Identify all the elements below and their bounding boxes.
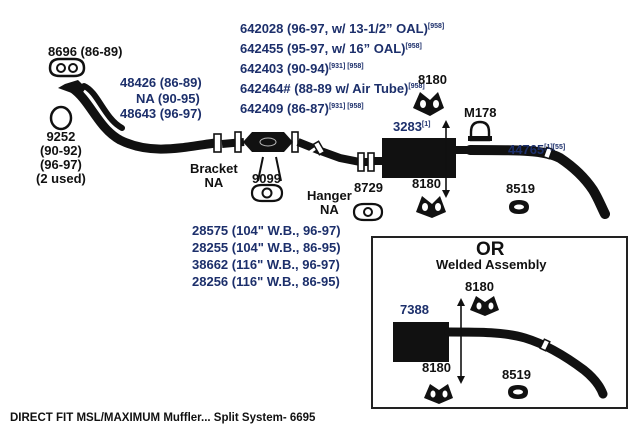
muffler — [382, 138, 456, 178]
gasket-8729 — [352, 202, 384, 222]
flange-gasket-8696 — [48, 57, 86, 78]
converter-list: 642028 (96-97, w/ 13-1/2” OAL)[958] 6424… — [240, 18, 444, 118]
tail-pipe-hanger — [542, 146, 554, 160]
label-9252: 9252 (90-92) (96-97) (2 used) — [36, 129, 86, 186]
hanger-8519 — [509, 200, 529, 214]
label-8180-bottom: 8180 — [412, 176, 441, 191]
label-8519: 8519 — [506, 181, 535, 196]
tail-pipe — [465, 145, 610, 219]
converter-flange-left — [234, 131, 242, 153]
donut-gasket-9252 — [49, 105, 73, 131]
intermediate-pipe — [296, 138, 361, 166]
converter-642455: 642455 (95-97, w/ 16” OAL)[958] — [240, 41, 422, 56]
hanger-insulator-8180-top — [413, 92, 444, 116]
inset-tail-pipe-hanger — [539, 338, 551, 352]
converter-642464: 642464# (88-89 w/ Air Tube)[958] — [240, 81, 425, 96]
label-hanger: Hanger NA — [307, 188, 352, 217]
inset-label-8180-top: 8180 — [465, 279, 494, 294]
label-48426: 48426 (86-89) — [120, 75, 202, 90]
label-na-front: NA (90-95) — [136, 90, 200, 106]
inset-or: OR — [476, 239, 505, 260]
front-pipe — [58, 80, 220, 154]
inset-label-8180-bottom: 8180 — [422, 360, 451, 375]
pipe-28256: 28256 (116" W.B., 86-95) — [192, 274, 340, 289]
inset-hanger-insulator-8180-top — [470, 296, 499, 316]
label-front-pipe-group: 48426 (86-89) NA (90-95) 48643 (96-97) — [120, 75, 202, 122]
label-8180-top: 8180 — [418, 72, 447, 87]
label-8696: 8696 (86-89) — [48, 44, 123, 59]
label-m178: M178 — [464, 105, 497, 120]
pipe-38662: 38662 (116" W.B., 96-97) — [192, 257, 340, 272]
gasket-9099 — [250, 183, 284, 203]
pipe-28255: 28255 (104" W.B., 86-95) — [192, 240, 341, 255]
inset-hanger-insulator-8180-bottom — [424, 384, 453, 404]
label-44765: 44765[1][55] — [508, 142, 566, 157]
inset-tail-pipe — [444, 327, 608, 399]
leader-9099-right — [275, 156, 282, 182]
pipe-28575: 28575 (104" W.B., 96-97) — [192, 223, 341, 238]
hanger-marker — [312, 140, 326, 156]
footer-caption: DIRECT FIT MSL/MAXIMUM Muffler... Split … — [10, 412, 316, 424]
label-8729: 8729 — [354, 180, 383, 195]
label-3283: 3283[1] — [393, 119, 431, 134]
label-bracket: Bracket NA — [190, 161, 238, 190]
bracket-marker — [213, 133, 222, 153]
inset-muffler — [393, 322, 449, 362]
catalytic-converter — [243, 132, 293, 152]
inset-hanger-8519 — [508, 385, 528, 399]
converter-642403: 642403 (90-94)[931] [958] — [240, 61, 364, 76]
label-48643: 48643 (96-97) — [120, 106, 202, 121]
inset-subtitle: Welded Assembly — [436, 257, 547, 272]
leader-9099-left — [257, 156, 264, 182]
welded-assembly-inset — [371, 236, 628, 409]
clamp-ring-left — [357, 152, 365, 172]
clamp-ring-right — [367, 152, 375, 172]
inset-label-8519: 8519 — [502, 367, 531, 382]
pipe-list: 28575 (104" W.B., 96-97) 28255 (104" W.B… — [192, 222, 341, 290]
inset-label-7388: 7388 — [400, 302, 429, 317]
clamp-m178 — [468, 120, 492, 142]
label-9099: 9099 — [252, 171, 281, 186]
converter-642409: 642409 (86-87)[931] [958] — [240, 101, 364, 116]
hanger-insulator-8180-bottom — [416, 196, 446, 218]
converter-642028: 642028 (96-97, w/ 13-1/2” OAL)[958] — [240, 21, 445, 36]
